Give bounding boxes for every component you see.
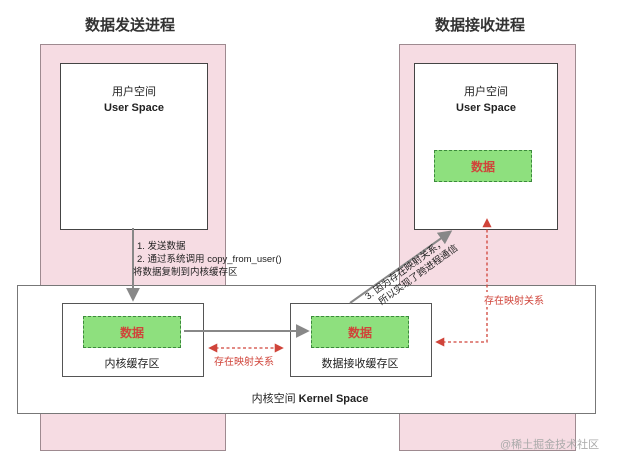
middle-mapping-label: 存在映射关系 [214,353,274,368]
send-process-title: 数据发送进程 [84,17,175,34]
kernel-buffer-data: 数据 [83,316,181,348]
recv-process-title: 数据接收进程 [434,17,525,34]
watermark: @稀土掘金技术社区 [500,439,600,451]
right-mapping-arrow [435,218,492,347]
recv-user-space-en: User Space [456,102,516,114]
step1-line: 1. 发送数据 [137,241,186,252]
diagonal-arrow [349,230,453,304]
recv-buffer-data: 数据 [311,316,409,348]
recv-buffer-label: 数据接收缓存区 [321,358,399,370]
kernel-space-label: 内核空间 Kernel Space [200,390,420,406]
recv-user-data-block: 数据 [434,150,532,182]
recv-user-space-box: 用户空间 User Space [414,63,558,230]
kernel-space-label-cn: 内核空间 [251,393,296,405]
kernel-buffer-label: 内核缓存区 [104,358,160,370]
step2b-line: 将数据复制到内核缓存区 [133,267,238,278]
kernel-space-label-en: Kernel Space [298,393,369,405]
send-user-space-box: 用户空间 User Space [60,63,208,230]
right-mapping-label: 存在映射关系 [484,292,544,307]
recv-user-space-cn: 用户空间 [464,86,508,98]
steps-text: 1. 发送数据 2. 通过系统调用 copy_from_user() 将数据复制… [133,240,317,279]
send-user-space-en: User Space [104,102,164,114]
send-user-space-cn: 用户空间 [112,86,156,98]
step2-line: 2. 通过系统调用 copy_from_user() [137,254,282,265]
step3-text: 3. 因为存在映射关系， 所以实现了跨进程通信 [363,236,460,307]
